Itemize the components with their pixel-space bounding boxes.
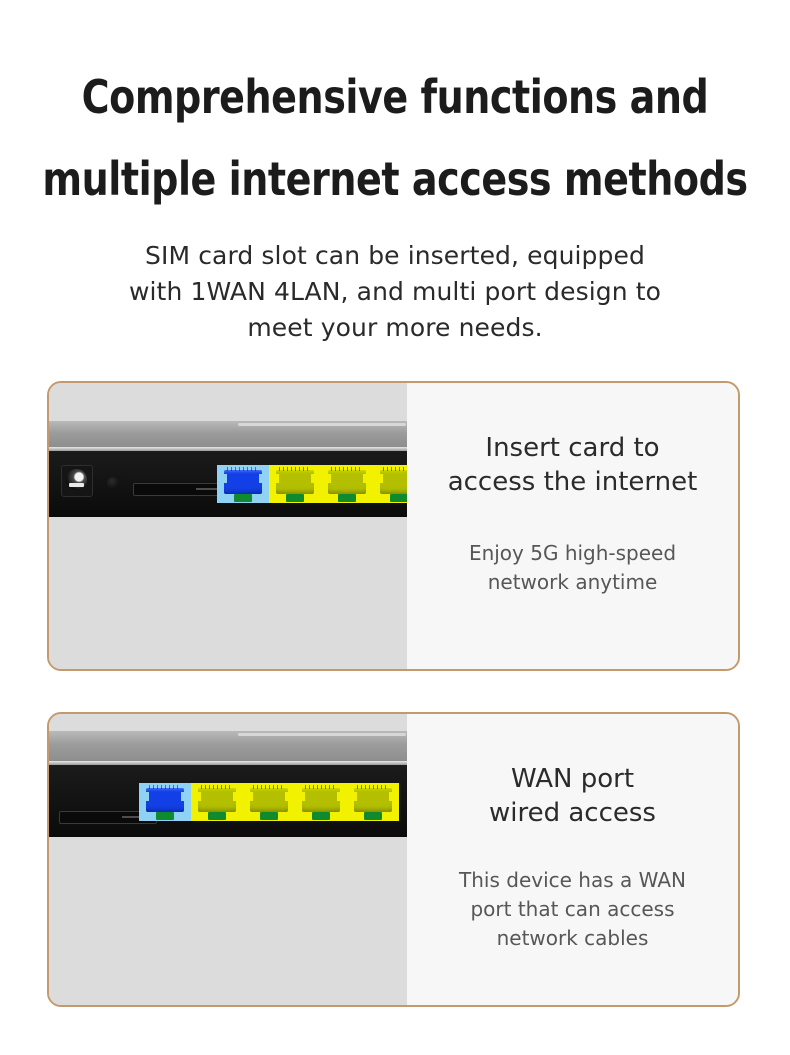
- router-edge-highlight: [49, 761, 407, 765]
- card-text-wan: WAN port wired access This device has a …: [407, 714, 738, 1005]
- lan-port-jack: [354, 785, 392, 812]
- feature-card-wan: WAN port wired access This device has a …: [47, 712, 740, 1007]
- page-header: Comprehensive functions and multiple int…: [0, 0, 790, 346]
- wan-port-notch-left: [143, 792, 149, 801]
- port-bank: [217, 465, 407, 503]
- lan-port-tab: [286, 494, 304, 502]
- lan-port: [373, 465, 407, 503]
- card-visual-sim: [49, 383, 407, 669]
- headline-line-2: multiple internet access methods: [42, 152, 748, 206]
- wan-port-notch-left: [221, 474, 227, 483]
- lan-port-jack: [276, 467, 314, 494]
- wan-port: [139, 783, 191, 821]
- lan-port-jack: [380, 467, 407, 494]
- lan-port: [321, 465, 373, 503]
- lan-port-notch-left: [325, 474, 331, 483]
- router-device: [49, 731, 407, 837]
- router-rear-panel: [49, 451, 407, 517]
- lan-port-tab: [390, 494, 407, 502]
- card-title-line-2: access the internet: [447, 467, 698, 497]
- card-visual-wan: [49, 714, 407, 1005]
- lan-port-notch-right: [285, 792, 291, 801]
- lan-port-jack: [328, 467, 366, 494]
- lan-port-notch-left: [351, 792, 357, 801]
- lan-port-tab: [364, 812, 382, 820]
- subtitle-line-2: with 1WAN 4LAN, and multi port design to: [128, 277, 662, 306]
- lan-port-tab: [208, 812, 226, 820]
- wan-port-tab: [156, 812, 174, 820]
- wan-port-jack: [146, 785, 184, 812]
- lan-port-notch-right: [233, 792, 239, 801]
- card-desc-line-1: This device has a WAN: [459, 868, 686, 892]
- card-title: WAN port wired access: [489, 762, 656, 830]
- wan-port-tab: [234, 494, 252, 502]
- card-description: This device has a WAN port that can acce…: [459, 866, 686, 953]
- card-title-line-2: wired access: [489, 798, 656, 828]
- subtitle-line-1: SIM card slot can be inserted, equipped: [145, 241, 645, 270]
- feature-card-sim: Insert card to access the internet Enjoy…: [47, 381, 740, 671]
- sim-card-slot: [133, 483, 231, 496]
- lan-port-notch-right: [337, 792, 343, 801]
- router-top-surface: [49, 421, 407, 447]
- card-text-sim: Insert card to access the internet Enjoy…: [407, 383, 738, 669]
- card-desc-line-2: port that can access: [470, 897, 675, 921]
- router-rear-panel: [49, 765, 407, 837]
- subtitle-line-3: meet your more needs.: [247, 313, 543, 342]
- lan-port-jack: [302, 785, 340, 812]
- wan-port: [217, 465, 269, 503]
- lan-port: [191, 783, 243, 821]
- lan-port-notch-left: [273, 474, 279, 483]
- lan-port-notch-left: [247, 792, 253, 801]
- card-title-line-1: Insert card to: [485, 433, 660, 463]
- lan-port-notch-left: [299, 792, 305, 801]
- lan-port: [295, 783, 347, 821]
- reset-button-icon: [107, 477, 119, 489]
- headline-line-1: Comprehensive functions and: [81, 70, 709, 124]
- card-description: Enjoy 5G high-speed network anytime: [469, 539, 676, 597]
- card-desc-line-3: network cables: [496, 926, 649, 950]
- wan-port-notch-right: [181, 792, 187, 801]
- lan-port-notch-right: [389, 792, 395, 801]
- lan-port-jack: [250, 785, 288, 812]
- lan-port-tab: [260, 812, 278, 820]
- card-title: Insert card to access the internet: [448, 431, 698, 499]
- card-title-line-1: WAN port: [510, 764, 635, 794]
- lan-port: [347, 783, 399, 821]
- lan-port-notch-right: [363, 474, 369, 483]
- lan-port-tab: [312, 812, 330, 820]
- card-desc-line-2: network anytime: [487, 570, 658, 594]
- power-jack-icon: [61, 465, 93, 497]
- card-desc-line-1: Enjoy 5G high-speed: [468, 541, 677, 565]
- wan-port-notch-right: [259, 474, 265, 483]
- lan-port: [269, 465, 321, 503]
- lan-port: [243, 783, 295, 821]
- lan-port-notch-left: [195, 792, 201, 801]
- router-edge-highlight: [49, 447, 407, 451]
- router-top-surface: [49, 731, 407, 761]
- wan-port-jack: [224, 467, 262, 494]
- port-bank: [139, 783, 399, 821]
- router-device: [49, 421, 407, 517]
- lan-port-notch-right: [311, 474, 317, 483]
- lan-port-jack: [198, 785, 236, 812]
- lan-port-tab: [338, 494, 356, 502]
- subtitle: SIM card slot can be inserted, equipped …: [0, 238, 790, 346]
- lan-port-notch-left: [377, 474, 383, 483]
